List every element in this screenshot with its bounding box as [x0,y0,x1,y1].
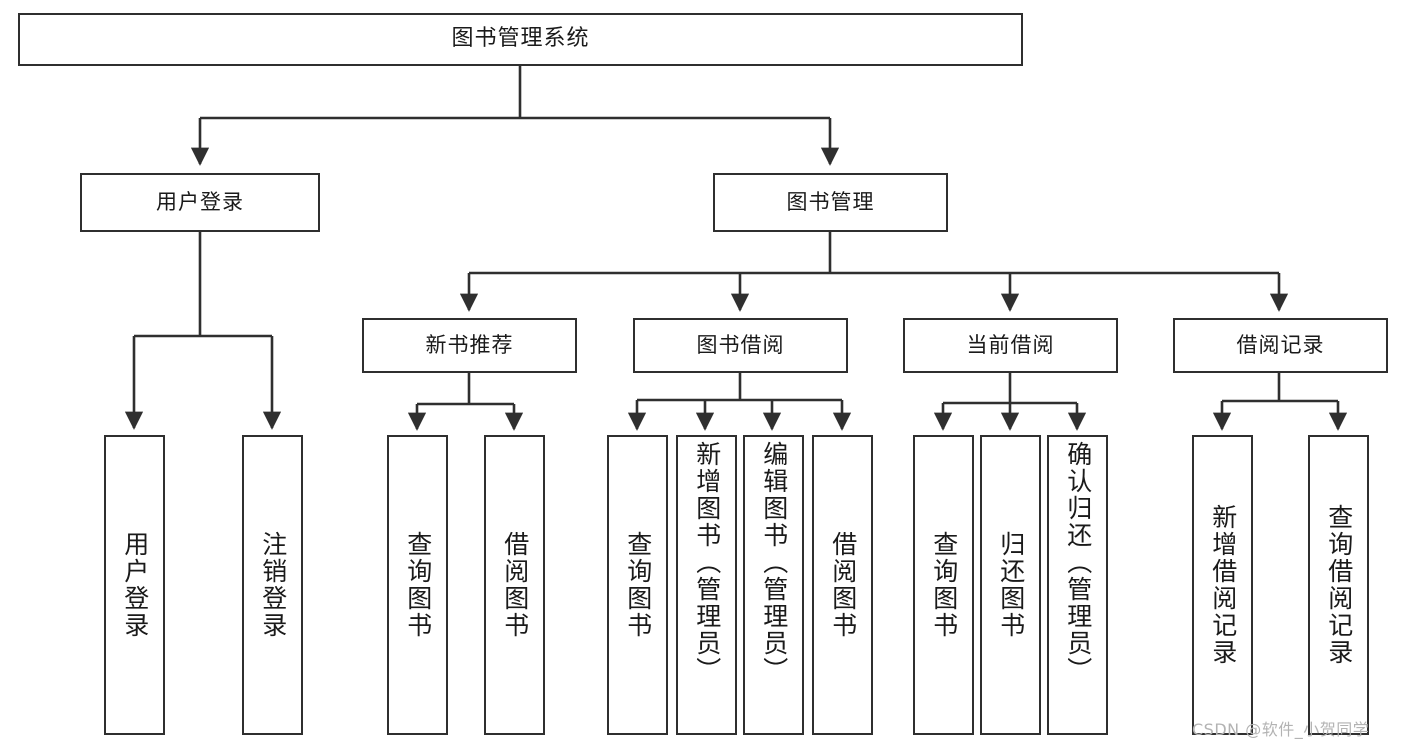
leaf-add-borrow-record[interactable]: 新增借阅记录 [1192,435,1253,735]
leaf-query-borrow-record[interactable]: 查询借阅记录 [1308,435,1369,735]
node-new-book-recommend[interactable]: 新书推荐 [362,318,577,373]
node-label: 查询借阅记录 [1324,504,1354,666]
node-label: 借阅图书 [828,531,858,639]
node-borrow-record[interactable]: 借阅记录 [1173,318,1388,373]
node-label: 图书管理 [786,189,875,214]
node-label: 借阅图书 [500,531,530,639]
node-label: 查询图书 [623,531,653,639]
node-label: 借阅记录 [1236,332,1325,357]
node-label: 新增图书（管理员） [692,441,722,684]
node-label: 当前借阅 [966,332,1055,357]
node-label: 新书推荐 [425,332,514,357]
node-label: 用户登录 [120,531,150,639]
node-current-borrow[interactable]: 当前借阅 [903,318,1118,373]
node-book-manage[interactable]: 图书管理 [713,173,948,232]
node-book-borrow[interactable]: 图书借阅 [633,318,848,373]
node-label: 图书借阅 [696,332,785,357]
node-label: 编辑图书（管理员） [759,441,789,684]
leaf-query-book-current[interactable]: 查询图书 [913,435,974,735]
node-label: 新增借阅记录 [1208,504,1238,666]
node-label: 用户登录 [156,189,244,214]
leaf-query-book-recommend[interactable]: 查询图书 [387,435,448,735]
node-root-system[interactable]: 图书管理系统 [18,13,1023,66]
leaf-add-book[interactable]: 新增图书（管理员） [676,435,737,735]
node-label: 注销登录 [258,531,288,639]
leaf-query-book-borrow[interactable]: 查询图书 [607,435,668,735]
node-label: 查询图书 [403,531,433,639]
leaf-confirm-return[interactable]: 确认归还（管理员） [1047,435,1108,735]
leaf-borrow-book[interactable]: 借阅图书 [812,435,873,735]
node-user-login[interactable]: 用户登录 [80,173,320,232]
node-label: 归还图书 [996,531,1026,639]
node-label: 图书管理系统 [451,26,590,52]
node-label: 查询图书 [929,531,959,639]
leaf-return-book[interactable]: 归还图书 [980,435,1041,735]
leaf-logout[interactable]: 注销登录 [242,435,303,735]
watermark-text: CSDN @软件_小贺同学 [1192,720,1370,739]
leaf-user-login[interactable]: 用户登录 [104,435,165,735]
leaf-borrow-book-recommend[interactable]: 借阅图书 [484,435,545,735]
leaf-edit-book[interactable]: 编辑图书（管理员） [743,435,804,735]
node-label: 确认归还（管理员） [1063,441,1093,684]
